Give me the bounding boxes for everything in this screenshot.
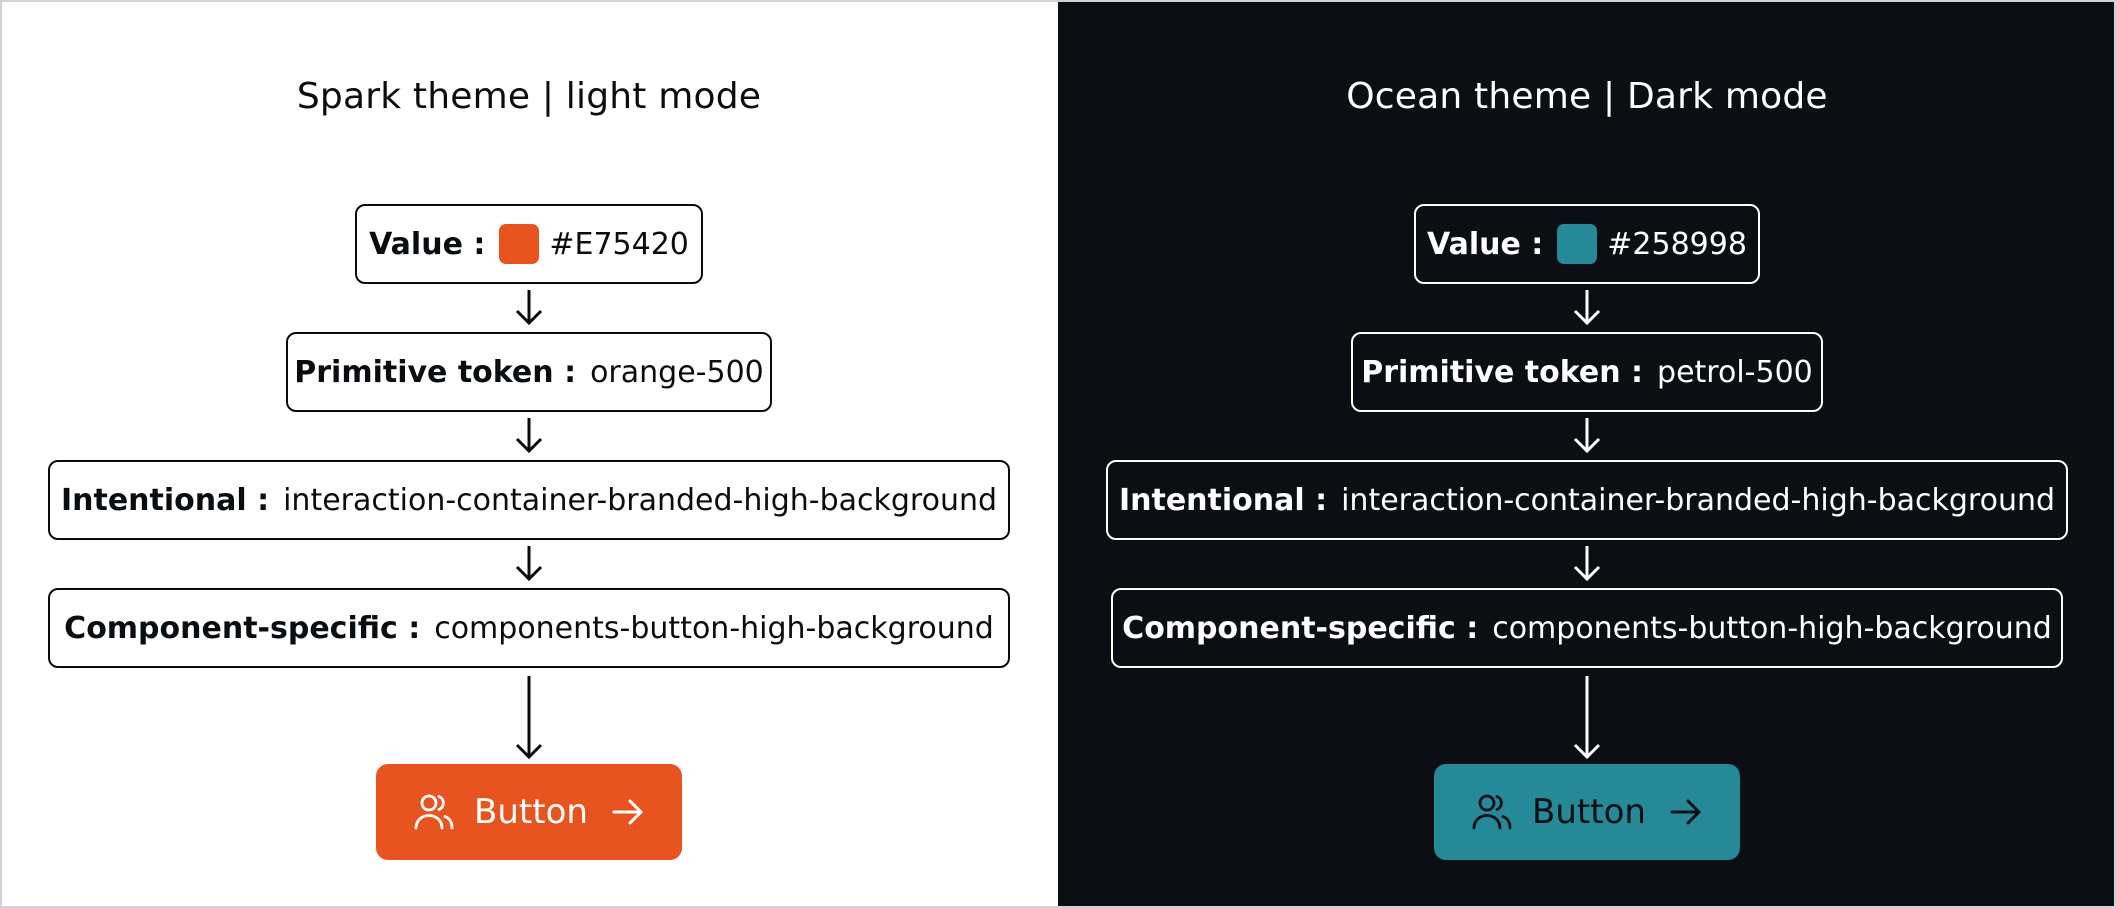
button-label: Button (1532, 792, 1646, 832)
users-icon (1470, 790, 1514, 834)
intentional-token-box: Intentional : interaction-container-bran… (48, 460, 1010, 540)
intentional-label: Intentional : (1118, 482, 1328, 518)
arrow-down-icon (1573, 418, 1601, 454)
arrow-down-icon (515, 546, 543, 582)
intentional-value: interaction-container-branded-high-backg… (283, 482, 998, 518)
arrow-down-icon (1573, 546, 1601, 582)
ocean-dark-panel: Ocean theme | Dark mode Value : #258998 … (1058, 0, 2116, 908)
arrow-down-icon (1573, 676, 1601, 760)
primitive-token-value: petrol-500 (1657, 354, 1813, 390)
component-value: components-button-high-background (1492, 610, 2052, 646)
intentional-label: Intentional : (60, 482, 270, 518)
color-swatch (1557, 224, 1598, 264)
value-label: Value : (1427, 226, 1544, 262)
primitive-token-box: Primitive token : petrol-500 (1351, 332, 1823, 412)
value-box: Value : #258998 (1414, 204, 1760, 284)
spark-light-panel: Spark theme | light mode Value : #E75420… (48, 76, 1010, 860)
primitive-token-value: orange-500 (590, 354, 764, 390)
arrow-right-icon (1668, 794, 1704, 830)
component-token-box: Component-specific : components-button-h… (1111, 588, 2063, 668)
component-value: components-button-high-background (434, 610, 994, 646)
arrow-down-icon (515, 290, 543, 326)
intentional-token-box: Intentional : interaction-container-bran… (1106, 460, 2068, 540)
primitive-token-label: Primitive token : (294, 354, 577, 390)
arrow-down-icon (515, 676, 543, 760)
intentional-value: interaction-container-branded-high-backg… (1341, 482, 2056, 518)
panel-title: Ocean theme | Dark mode (1346, 76, 1828, 117)
color-swatch (499, 224, 540, 264)
value-label: Value : (369, 226, 486, 262)
users-icon (412, 790, 456, 834)
component-token-box: Component-specific : components-button-h… (48, 588, 1010, 668)
primitive-token-label: Primitive token : (1361, 354, 1644, 390)
button-preview[interactable]: Button (376, 764, 682, 860)
component-label: Component-specific : (64, 610, 421, 646)
arrow-right-icon (610, 794, 646, 830)
primitive-token-box: Primitive token : orange-500 (286, 332, 772, 412)
value-hex: #E75420 (549, 226, 689, 262)
component-label: Component-specific : (1122, 610, 1479, 646)
arrow-down-icon (515, 418, 543, 454)
button-preview[interactable]: Button (1434, 764, 1740, 860)
button-label: Button (474, 792, 588, 832)
arrow-down-icon (1573, 290, 1601, 326)
value-box: Value : #E75420 (355, 204, 703, 284)
value-hex: #258998 (1607, 226, 1747, 262)
panel-title: Spark theme | light mode (296, 76, 762, 117)
